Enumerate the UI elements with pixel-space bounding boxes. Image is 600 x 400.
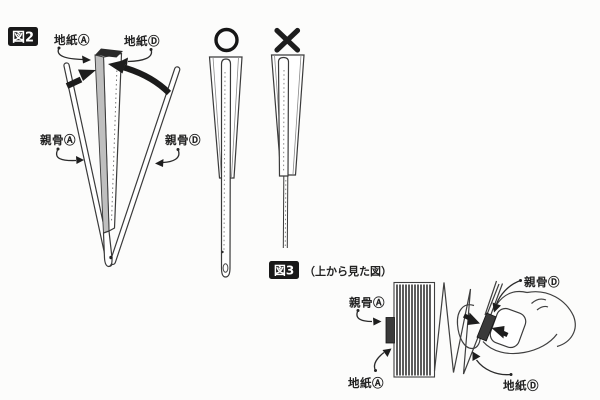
figure-3: 図3 （上から見た図） bbox=[269, 261, 576, 393]
wrong-mark-icon bbox=[274, 27, 301, 53]
leader-head-fig3-paper-a bbox=[382, 348, 392, 357]
label-rib-d: 親骨Ⓓ bbox=[165, 133, 201, 147]
leader-head-rib-d bbox=[155, 159, 164, 167]
rib-a-top-view bbox=[385, 317, 395, 344]
fold-arrow-left bbox=[65, 69, 96, 89]
leader-fig3-rib-a bbox=[356, 310, 373, 323]
press-arrow-right bbox=[491, 326, 509, 339]
leader-rib-d bbox=[162, 149, 180, 164]
leader-head-paper-a bbox=[82, 55, 91, 64]
label-fig3-rib-a: 親骨Ⓐ bbox=[349, 296, 385, 310]
correct-fan-inner-folds bbox=[212, 56, 239, 178]
figure3-caption: （上から見た図） bbox=[304, 264, 392, 278]
label-paper-a: 地紙Ⓐ bbox=[54, 33, 90, 47]
label-fig3-paper-a: 地紙Ⓐ bbox=[348, 376, 384, 390]
correct-fan-stick bbox=[220, 58, 232, 278]
press-arrow-left bbox=[462, 312, 480, 325]
figure3-badge-label: 図3 bbox=[274, 264, 294, 278]
leader-fig3-paper-a bbox=[373, 351, 385, 371]
figure-2: 図2 地紙Ⓐ 地紙Ⓓ bbox=[8, 27, 201, 268]
example-wrong bbox=[270, 27, 305, 249]
wrong-stick-lower bbox=[282, 175, 289, 249]
wrong-fan-stick bbox=[277, 56, 290, 177]
fan-column bbox=[94, 48, 123, 268]
leader-paper-a bbox=[57, 47, 84, 61]
leader-head-fig3-rib-a bbox=[373, 317, 382, 326]
rib-d-stick-top-view bbox=[484, 280, 504, 318]
rib-d-stick bbox=[109, 66, 181, 265]
label-paper-d: 地紙Ⓓ bbox=[124, 34, 160, 48]
label-rib-a: 親骨Ⓐ bbox=[40, 133, 76, 147]
correct-mark-icon bbox=[214, 27, 239, 53]
zigzag-paper-d bbox=[433, 282, 500, 375]
leader-head-fig3-paper-d bbox=[472, 351, 481, 361]
figure2-badge-label: 図2 bbox=[12, 31, 34, 46]
figure3-badge bbox=[269, 261, 299, 279]
thumb-outline bbox=[456, 304, 481, 350]
label-fig3-paper-d: 地紙Ⓓ bbox=[503, 379, 539, 393]
label-fig3-rib-d: 親骨Ⓓ bbox=[524, 275, 560, 289]
wrong-stick-dotted-lower bbox=[284, 179, 287, 247]
correct-stick-hole bbox=[222, 263, 229, 273]
leader-paper-d bbox=[127, 49, 153, 63]
leader-head-fig3-rib-d bbox=[492, 302, 501, 313]
fan-handle-tip bbox=[102, 230, 113, 268]
leader-head-rib-a bbox=[76, 156, 84, 164]
leader-fig3-paper-d bbox=[475, 359, 512, 376]
correct-stick-notch bbox=[221, 250, 224, 254]
example-correct bbox=[208, 27, 243, 278]
leader-fig3-rib-d bbox=[495, 279, 521, 305]
pleat-stripes bbox=[396, 284, 431, 376]
fan-column-top-cap bbox=[95, 48, 123, 58]
figure2-badge bbox=[8, 27, 38, 46]
rib-d-glue-piece bbox=[476, 312, 497, 342]
leader-head-paper-d bbox=[119, 57, 128, 66]
leader-rib-a bbox=[56, 148, 77, 162]
knuckle-crease-lines bbox=[531, 298, 549, 311]
hand-outline bbox=[482, 290, 576, 355]
rivet-dot bbox=[109, 255, 113, 260]
